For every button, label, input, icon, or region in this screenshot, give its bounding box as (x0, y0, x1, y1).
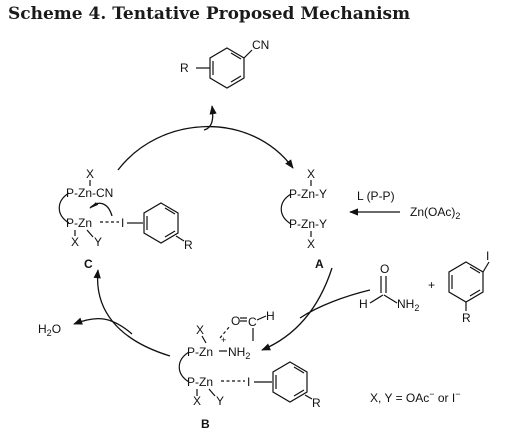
species-b-c: C (248, 315, 257, 329)
species-c-r: R (184, 238, 193, 252)
species-b-label: B (201, 417, 210, 431)
water-release-arrow (73, 317, 133, 335)
species-a-top: P-Zn-Y (289, 187, 327, 201)
species-b-y: Y (216, 394, 224, 408)
species-c-curly-arrow (89, 202, 113, 217)
formamide: O H NH2 (359, 262, 419, 313)
species-b-top: P-Zn (187, 345, 213, 359)
formamide-nh2: NH2 (397, 297, 419, 313)
species-b-x: X (193, 394, 201, 408)
species-b-o: O (231, 314, 240, 328)
species-a-label: A (315, 257, 324, 271)
cycle-arrow-a-to-b (261, 267, 333, 351)
plus-sign: + (428, 278, 435, 292)
product-benzonitrile: CN R (180, 38, 269, 89)
species-c-top-x: X (86, 167, 94, 181)
zinc-acetate: Zn(OAc)2 (410, 205, 460, 221)
species-a: X P-Zn-Y P-Zn-Y X A (280, 167, 327, 271)
species-c-y: Y (94, 235, 102, 249)
species-b-r: R (312, 396, 321, 410)
species-b-h: H (266, 309, 275, 323)
species-c-arene-ring (143, 202, 179, 244)
species-c-top: P-Zn-CN (66, 186, 113, 200)
species-b-arene-ring (272, 361, 308, 403)
species-a-bottom: P-Zn-Y (289, 217, 327, 231)
species-c-label: C (84, 257, 93, 271)
species-a-diphosphine-link (280, 193, 292, 225)
product-r: R (180, 61, 189, 75)
species-b-plus: + (221, 335, 226, 345)
species-a-top-x: X (307, 167, 315, 181)
cycle-arrow-b-to-c (93, 269, 171, 357)
product-cn-bond (243, 49, 253, 59)
species-b-top-x: X (196, 323, 204, 337)
species-c-diphosphine-link (58, 192, 70, 224)
formamide-o: O (380, 262, 389, 276)
species-c: X P-Zn-CN P-Zn I X Y R C (58, 167, 193, 271)
water: H2O (38, 322, 61, 338)
legend: X, Y = OAc− or I− (370, 389, 460, 405)
formamide-h: H (359, 297, 368, 311)
aryl-iodide-r: R (462, 311, 471, 325)
aryl-iodide: I R (448, 249, 490, 325)
product-cn: CN (252, 38, 269, 52)
substrate-entry-arrow (299, 289, 371, 319)
species-b-nh2: NH2 (228, 345, 250, 361)
ligand-label: L (P-P) (357, 189, 395, 203)
ligand-step: L (P-P) Zn(OAc)2 (349, 189, 460, 221)
species-b: X O C H P-Zn + NH2 P-Zn I X Y (178, 309, 321, 431)
aryl-iodide-i: I (486, 249, 489, 263)
species-c-x: X (71, 235, 79, 249)
aryl-iodide-ring (448, 261, 484, 303)
species-c-bottom: P-Zn (66, 216, 92, 230)
species-c-iodine: I (121, 216, 124, 230)
species-a-bottom-x: X (307, 237, 315, 251)
cycle-arrow-c-to-a (117, 125, 294, 171)
species-b-bottom: P-Zn (187, 375, 213, 389)
product-ring-double-bond (230, 52, 242, 60)
species-b-diphosphine-link (178, 351, 190, 383)
species-b-iodine: I (247, 375, 250, 389)
product-release-arrow (203, 105, 217, 131)
product-benzene-ring (209, 47, 245, 89)
scheme-title: Scheme 4. Tentative Proposed Mechanism (8, 4, 411, 24)
